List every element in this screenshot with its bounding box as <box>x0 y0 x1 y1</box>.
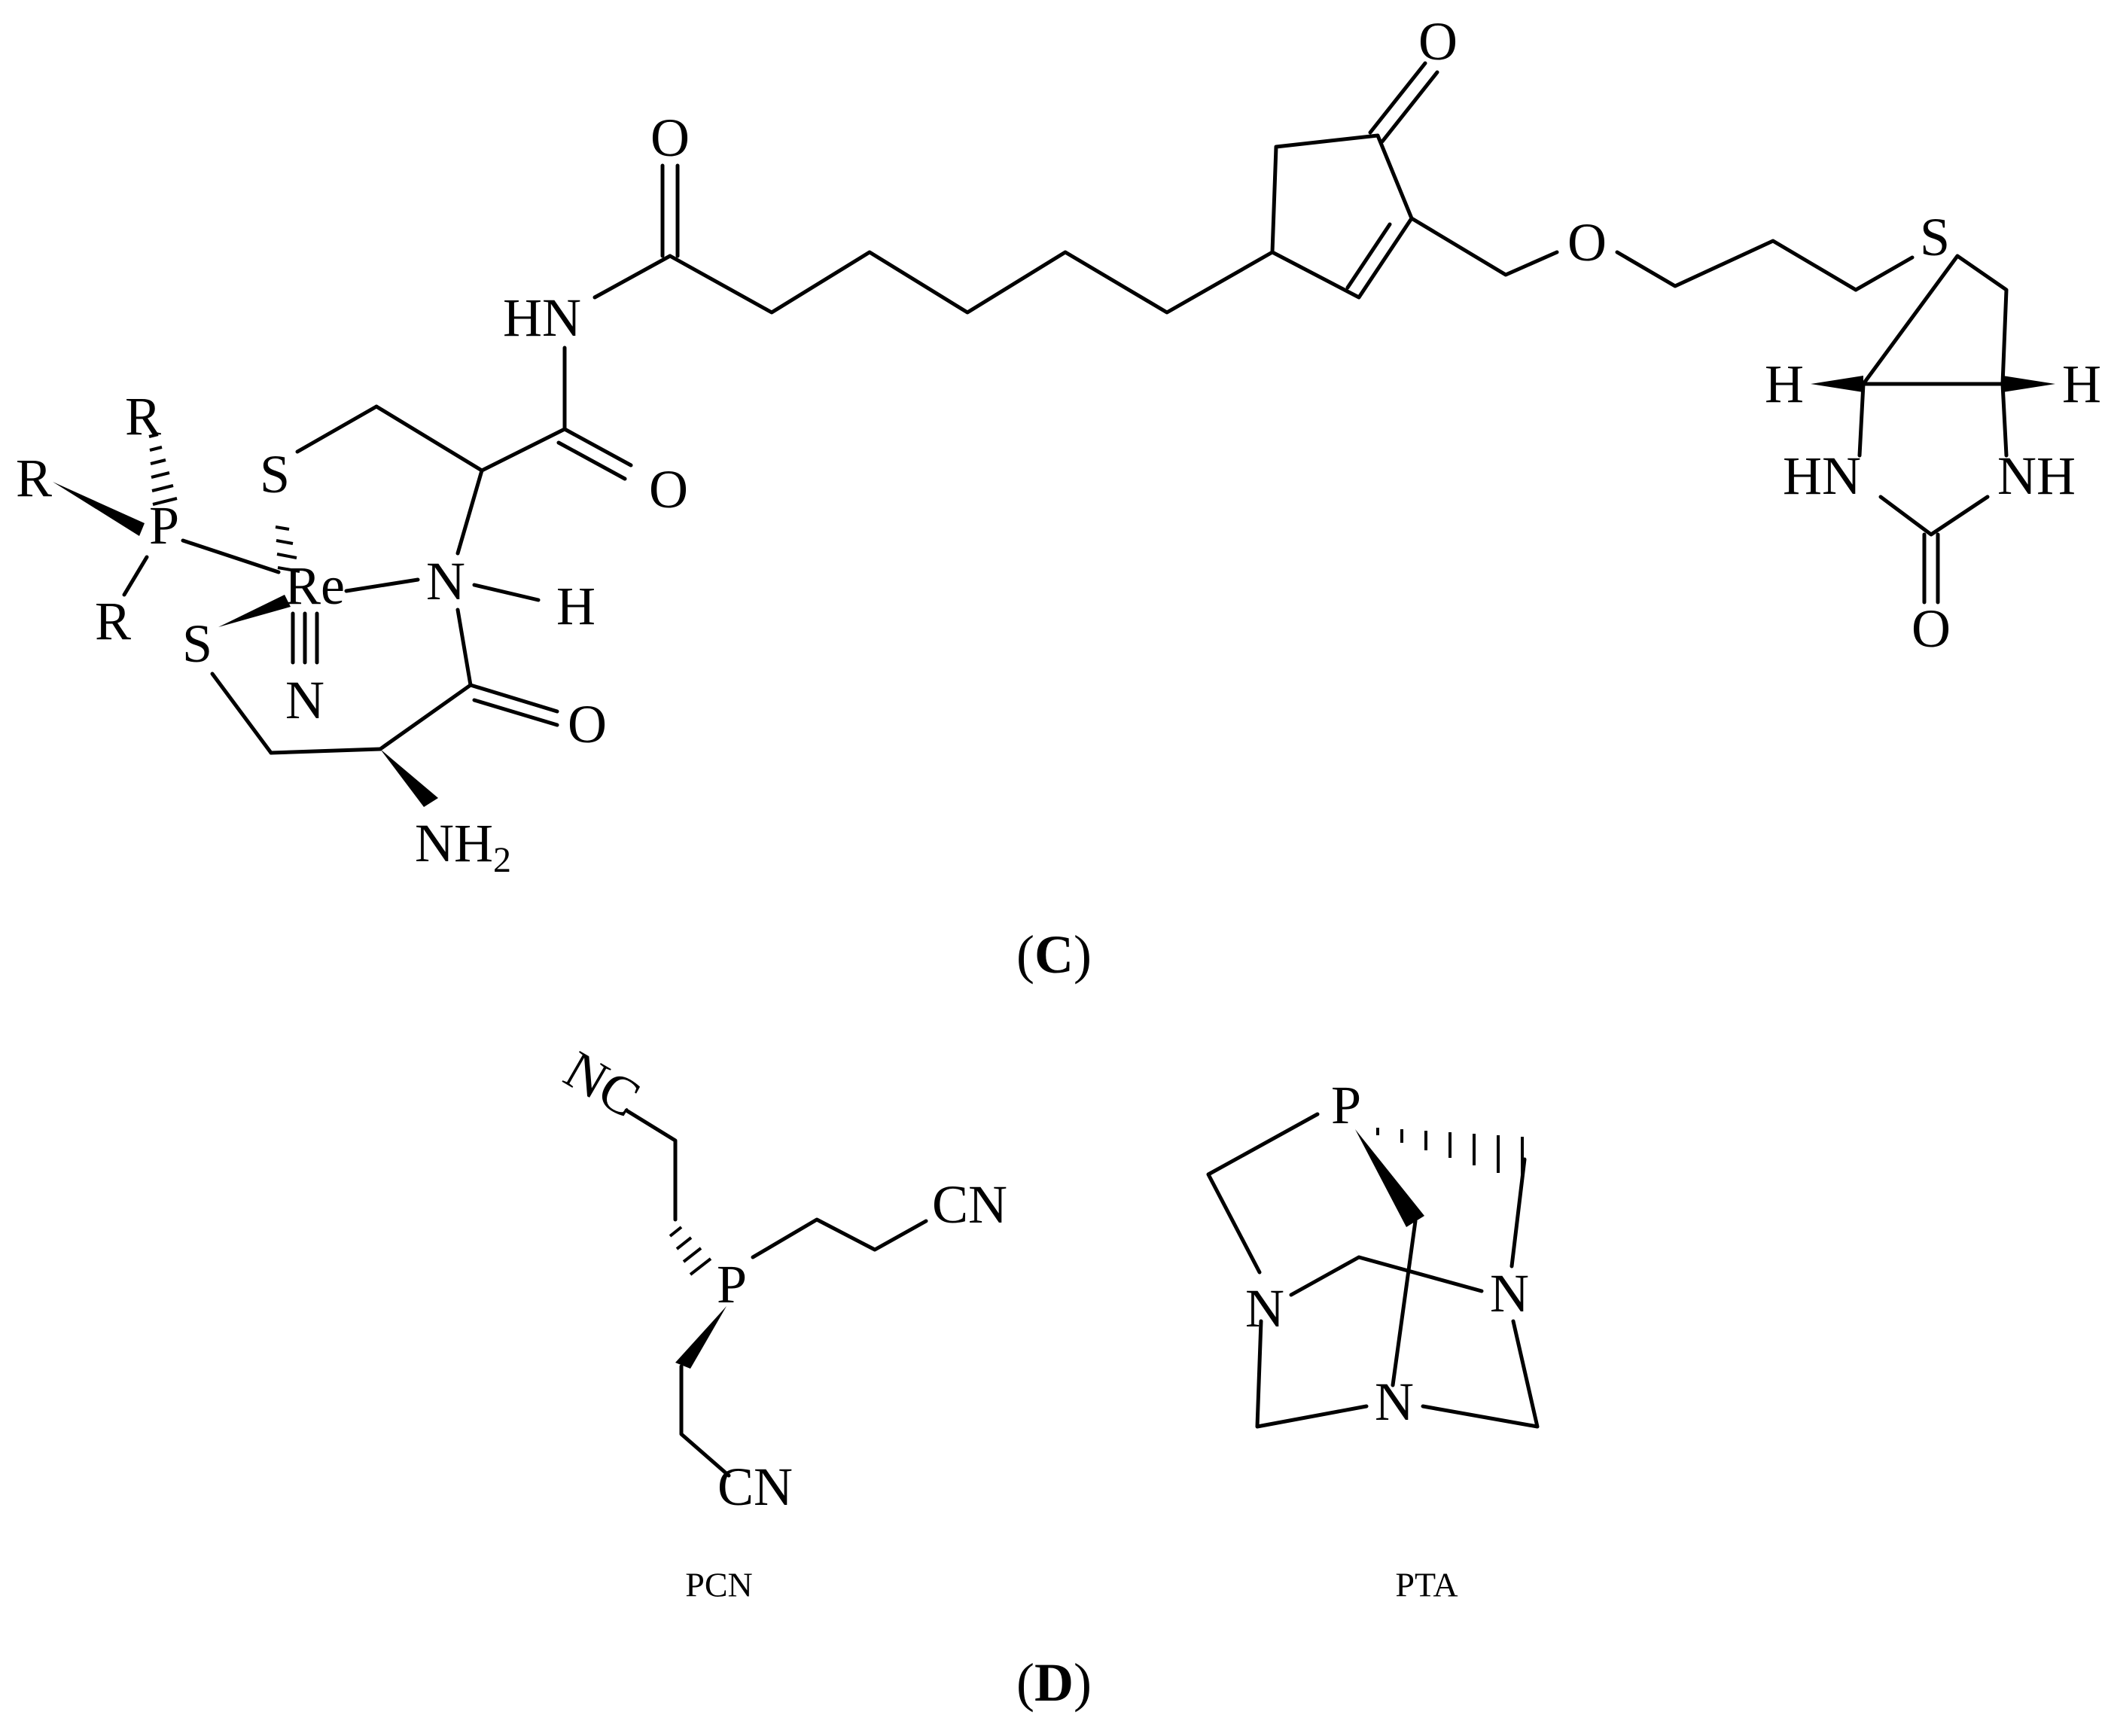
double-bond-urea-o <box>1922 532 1940 605</box>
atom-n-amine: N <box>426 551 465 611</box>
atom-n-left: N <box>1245 1278 1284 1339</box>
hash-p-ch2-upper <box>669 1226 712 1276</box>
bond-nh-co3 <box>592 254 672 300</box>
atom-r-bottom: R <box>95 591 131 651</box>
bond-p-chain-right <box>751 1217 928 1259</box>
bond-pta-nleft-down <box>1255 1319 1369 1429</box>
bond-alkyl-chain <box>668 250 1275 315</box>
ring-double-bond-inner <box>1345 222 1392 290</box>
wedge-p-ch2-lower <box>675 1306 727 1369</box>
ring-urea <box>1857 382 2009 537</box>
atom-s-top: S <box>260 444 290 504</box>
bond-p-r-bottom <box>122 555 149 597</box>
bond-pta-nright-down <box>1421 1319 1540 1429</box>
atom-s-bottom: S <box>182 614 212 674</box>
atom-o-amide2: O <box>568 694 607 754</box>
hash-pta-p-right <box>1376 1128 1524 1180</box>
atom-nh-urea: NH <box>1997 446 2076 506</box>
atom-hn-amide: HN <box>503 288 581 348</box>
atom-h-left: H <box>1765 354 1804 414</box>
bond-p-re <box>181 538 281 574</box>
bond-ca-co <box>480 427 567 473</box>
wedge-ca-nh2 <box>380 749 438 807</box>
ring-cyclopentenone <box>1270 133 1414 300</box>
atom-r-top: R <box>125 386 161 446</box>
triple-bond-re-n <box>291 611 319 665</box>
double-bond-co3-o <box>660 163 680 258</box>
atom-n-right: N <box>1490 1263 1529 1323</box>
atom-p-pcn: P <box>717 1254 747 1314</box>
atom-o-ketone: O <box>1418 11 1458 72</box>
panel-d-label: (D) <box>1016 1652 1092 1713</box>
atom-o-urea: O <box>1912 598 1951 659</box>
double-bond-co-o1 <box>556 427 633 481</box>
bond-n-h <box>472 583 541 602</box>
pta-caption: PTA <box>1395 1566 1458 1604</box>
bond-pta-n-n <box>1289 1255 1484 1297</box>
wedge-p-r-left <box>53 482 145 536</box>
wedge-biotin-h-right <box>2003 376 2055 392</box>
atom-nh2: NH2 <box>415 813 511 880</box>
bond-ene-ch2-o <box>1409 216 1559 277</box>
atom-p-pta: P <box>1331 1075 1361 1135</box>
bond-ca-n <box>455 468 484 556</box>
double-bond-ketone <box>1368 61 1439 144</box>
atom-re: Re <box>285 556 345 616</box>
wedge-re-s-bottom <box>218 595 291 627</box>
wedge-biotin-h-left <box>1811 376 1863 392</box>
panel-c-structure: R R R P Re S S N N H NH2 HN O O O O O S … <box>16 11 2101 880</box>
pcn-structure: NC P CN CN PCN <box>555 1039 1007 1604</box>
bond-co-ca-lower <box>378 683 473 751</box>
atom-hn-urea: HN <box>1783 446 1861 506</box>
hash-p-r-top <box>148 433 178 506</box>
bond-n-co-lower <box>455 608 473 687</box>
hash-re-s-top <box>275 525 300 573</box>
atom-n-nitrido: N <box>285 670 324 730</box>
bond-ca-ch2-lower <box>269 747 382 755</box>
wedge-pta-p-mid <box>1355 1129 1424 1227</box>
bond-pta-right-ch2 <box>1509 1157 1527 1268</box>
atom-h-amine: H <box>556 576 596 636</box>
pta-structure: P N N N PTA <box>1206 1075 1540 1604</box>
double-bond-co-o2 <box>468 683 559 727</box>
bond-chain-lower <box>679 1364 731 1478</box>
atom-h-right: H <box>2062 354 2101 414</box>
atom-p: P <box>149 495 179 556</box>
atom-cn-bottom: CN <box>717 1457 793 1517</box>
atom-o-amide3: O <box>650 108 690 168</box>
atom-o-amide1: O <box>649 459 688 519</box>
bond-re-n <box>344 577 420 593</box>
panel-c-label: (C) <box>1016 924 1092 985</box>
bond-pta-p-left <box>1206 1112 1320 1275</box>
pcn-caption: PCN <box>685 1566 752 1604</box>
atom-r-left: R <box>16 448 52 508</box>
atom-cn-right: CN <box>932 1174 1007 1235</box>
bond-pta-mid-ch2 <box>1391 1219 1418 1387</box>
atom-o-ether: O <box>1567 212 1607 273</box>
bond-ch2-s-lower <box>210 672 273 755</box>
atom-n-bottom: N <box>1375 1372 1414 1432</box>
ring-thiophane <box>1854 254 2009 386</box>
bond-nc-chain <box>624 1108 678 1222</box>
bond-ch2-ca-top <box>374 404 484 473</box>
atom-s-thiophane: S <box>1920 207 1950 267</box>
bond-o-ch2-ch2 <box>1615 239 1858 292</box>
bond-s-ch2-top <box>295 404 379 454</box>
